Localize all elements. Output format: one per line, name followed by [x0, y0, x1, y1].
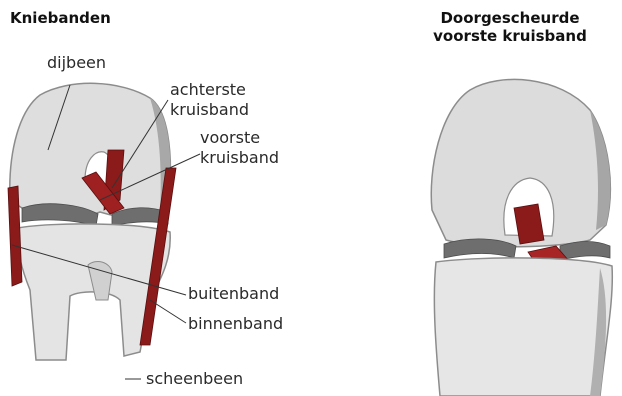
label-achterste-kruisband: achterste kruisband: [170, 80, 249, 120]
label-voorste-line-2: kruisband: [200, 148, 279, 168]
pointer-binnenband: [150, 300, 186, 323]
right-medial-meniscus: [560, 242, 610, 261]
label-achterste-line-1: achterste: [170, 80, 249, 100]
label-voorste-kruisband: voorste kruisband: [200, 128, 279, 168]
femur-bone: [10, 83, 171, 218]
label-voorste-line-1: voorste: [200, 128, 279, 148]
label-binnenband: binnenband: [188, 314, 283, 334]
healthy-knee-figure: [8, 83, 200, 379]
right-tibia-bone: [434, 258, 612, 396]
label-buitenband: buitenband: [188, 284, 279, 304]
fibula-bone: [88, 261, 112, 300]
torn-acl-knee-figure: [431, 79, 612, 396]
label-achterste-line-2: kruisband: [170, 100, 249, 120]
label-dijbeen: dijbeen: [47, 53, 106, 73]
right-lateral-meniscus: [444, 239, 516, 258]
label-scheenbeen: scheenbeen: [146, 369, 243, 389]
